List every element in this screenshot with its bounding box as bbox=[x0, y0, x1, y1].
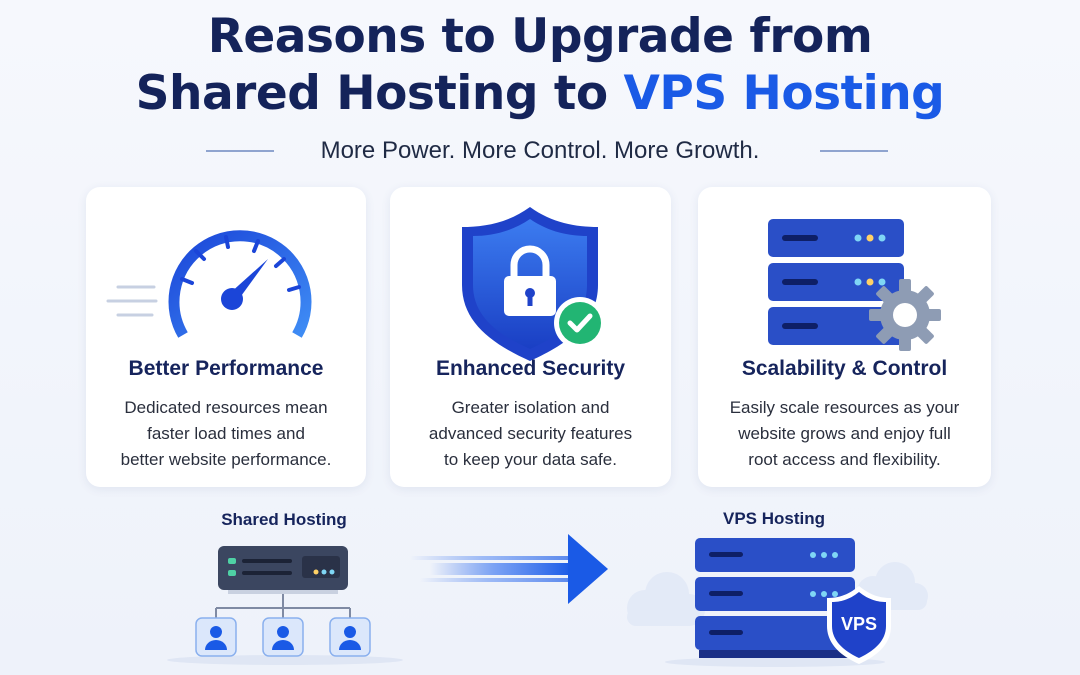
card-title-scalability: Scalability & Control bbox=[741, 357, 948, 380]
shared-hosting-label: Shared Hosting bbox=[221, 510, 347, 529]
server-gear-icon bbox=[768, 219, 941, 351]
vps-hosting-illustration bbox=[627, 538, 928, 667]
card-scalability: Scalability & Control Easily scale resou… bbox=[698, 187, 991, 487]
desc-line: Dedicated resources mean bbox=[124, 398, 328, 417]
desc-line: advanced security features bbox=[428, 424, 633, 443]
gear-icon bbox=[869, 279, 941, 351]
vps-shield-badge bbox=[827, 586, 891, 664]
desc-line: better website performance. bbox=[120, 450, 332, 469]
cloud-icon bbox=[857, 562, 928, 610]
desc-line: Easily scale resources as your bbox=[729, 398, 960, 417]
arrow-right-icon bbox=[410, 534, 608, 604]
card-title-performance: Better Performance bbox=[128, 357, 324, 380]
user-icon bbox=[195, 617, 237, 657]
speedometer-icon bbox=[106, 230, 312, 338]
card-security: Enhanced Security Greater isolation and … bbox=[390, 187, 671, 487]
shield-lock-icon bbox=[462, 207, 606, 361]
title-line-2: Shared Hosting to VPS Hosting bbox=[0, 65, 1080, 122]
user-icon bbox=[329, 617, 371, 657]
title-accent: VPS Hosting bbox=[623, 66, 945, 121]
title-line-2-prefix: Shared Hosting to bbox=[135, 66, 624, 121]
card-title-security: Enhanced Security bbox=[435, 357, 626, 380]
card-desc-security: Greater isolation and advanced security … bbox=[404, 395, 657, 473]
desc-line: faster load times and bbox=[147, 424, 305, 443]
page-title: Reasons to Upgrade from Shared Hosting t… bbox=[0, 8, 1080, 122]
vps-badge-text: VPS bbox=[840, 614, 878, 634]
desc-line: root access and flexibility. bbox=[748, 450, 941, 469]
desc-line: to keep your data safe. bbox=[444, 450, 617, 469]
card-desc-scalability: Easily scale resources as your website g… bbox=[712, 395, 977, 473]
subtitle-divider-right bbox=[820, 150, 888, 152]
user-icon bbox=[262, 617, 304, 657]
card-desc-performance: Dedicated resources mean faster load tim… bbox=[100, 395, 352, 473]
subtitle-divider-left bbox=[206, 150, 274, 152]
desc-line: website grows and enjoy full bbox=[738, 424, 951, 443]
cloud-icon bbox=[627, 572, 705, 626]
subtitle-row: More Power. More Control. More Growth. bbox=[0, 134, 1080, 168]
title-line-1: Reasons to Upgrade from bbox=[207, 9, 873, 64]
shared-hosting-illustration bbox=[167, 546, 403, 665]
card-performance: Better Performance Dedicated resources m… bbox=[86, 187, 366, 487]
vps-hosting-label: VPS Hosting bbox=[722, 509, 825, 528]
desc-line: Greater isolation and bbox=[451, 398, 610, 417]
subtitle: More Power. More Control. More Growth. bbox=[320, 137, 760, 164]
